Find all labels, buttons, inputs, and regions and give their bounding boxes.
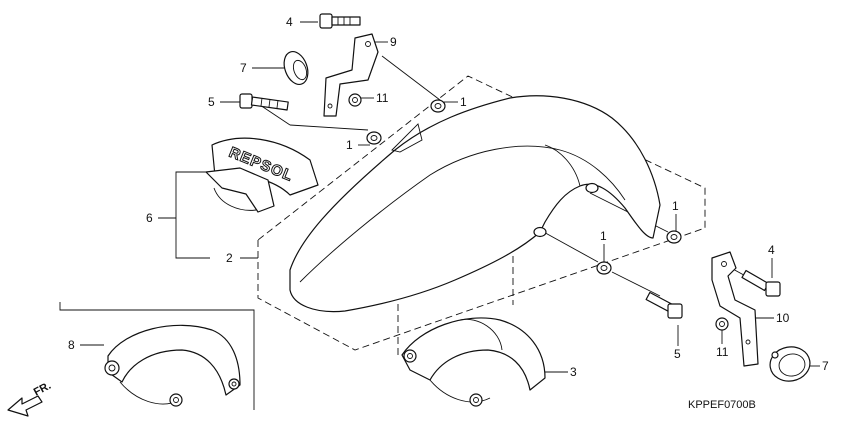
collar-1c xyxy=(666,230,682,244)
callout-5-lower: 5 xyxy=(674,347,681,361)
reflector-7-lower xyxy=(769,346,811,382)
callout-1d: 1 xyxy=(600,229,607,243)
callout-8: 8 xyxy=(68,338,75,352)
leader-lines xyxy=(80,21,820,373)
bolt-5-upper xyxy=(239,93,289,111)
reflector-7-upper xyxy=(283,50,309,86)
collar-1d xyxy=(596,261,612,275)
front-fender xyxy=(289,95,661,313)
bolt-4-lower xyxy=(741,269,781,297)
fender-piece-8 xyxy=(104,324,241,407)
callout-1c: 1 xyxy=(672,199,679,213)
direction-label: FR. xyxy=(32,380,53,399)
upper-stay-9 xyxy=(323,33,379,117)
callout-4-upper: 4 xyxy=(286,15,293,29)
collar-1a xyxy=(430,99,446,113)
nut-11-lower xyxy=(715,317,729,331)
callout-5-upper: 5 xyxy=(208,95,215,109)
bolt-5-lower xyxy=(645,291,683,319)
front-direction-arrow-icon: FR. xyxy=(7,380,53,417)
repsol-sticker-6: REPSOL xyxy=(205,137,319,213)
fender-piece-3 xyxy=(401,317,546,407)
callout-1b: 1 xyxy=(346,138,353,152)
inset-frame xyxy=(59,302,255,410)
callout-10: 10 xyxy=(776,311,790,325)
diagram-code: KPPEF0700B xyxy=(688,399,756,411)
callout-7-upper: 7 xyxy=(240,61,247,75)
callout-9: 9 xyxy=(390,35,397,49)
callout-numbers: 4 9 7 5 11 1 1 6 2 1 1 4 10 11 5 7 8 3 xyxy=(68,15,829,379)
callout-7-lower: 7 xyxy=(822,359,829,373)
bolt-4-upper xyxy=(319,13,361,29)
callout-11-upper: 11 xyxy=(376,91,389,105)
lower-stay-10 xyxy=(711,251,759,367)
callout-3: 3 xyxy=(570,365,577,379)
callout-1a: 1 xyxy=(460,95,467,109)
collars xyxy=(366,99,682,275)
callout-11-lower: 11 xyxy=(716,345,729,359)
callout-2: 2 xyxy=(226,251,233,265)
collar-1b xyxy=(366,131,382,145)
callout-6: 6 xyxy=(146,211,153,225)
nut-11-upper xyxy=(348,93,362,107)
callout-4-lower: 4 xyxy=(768,243,775,257)
